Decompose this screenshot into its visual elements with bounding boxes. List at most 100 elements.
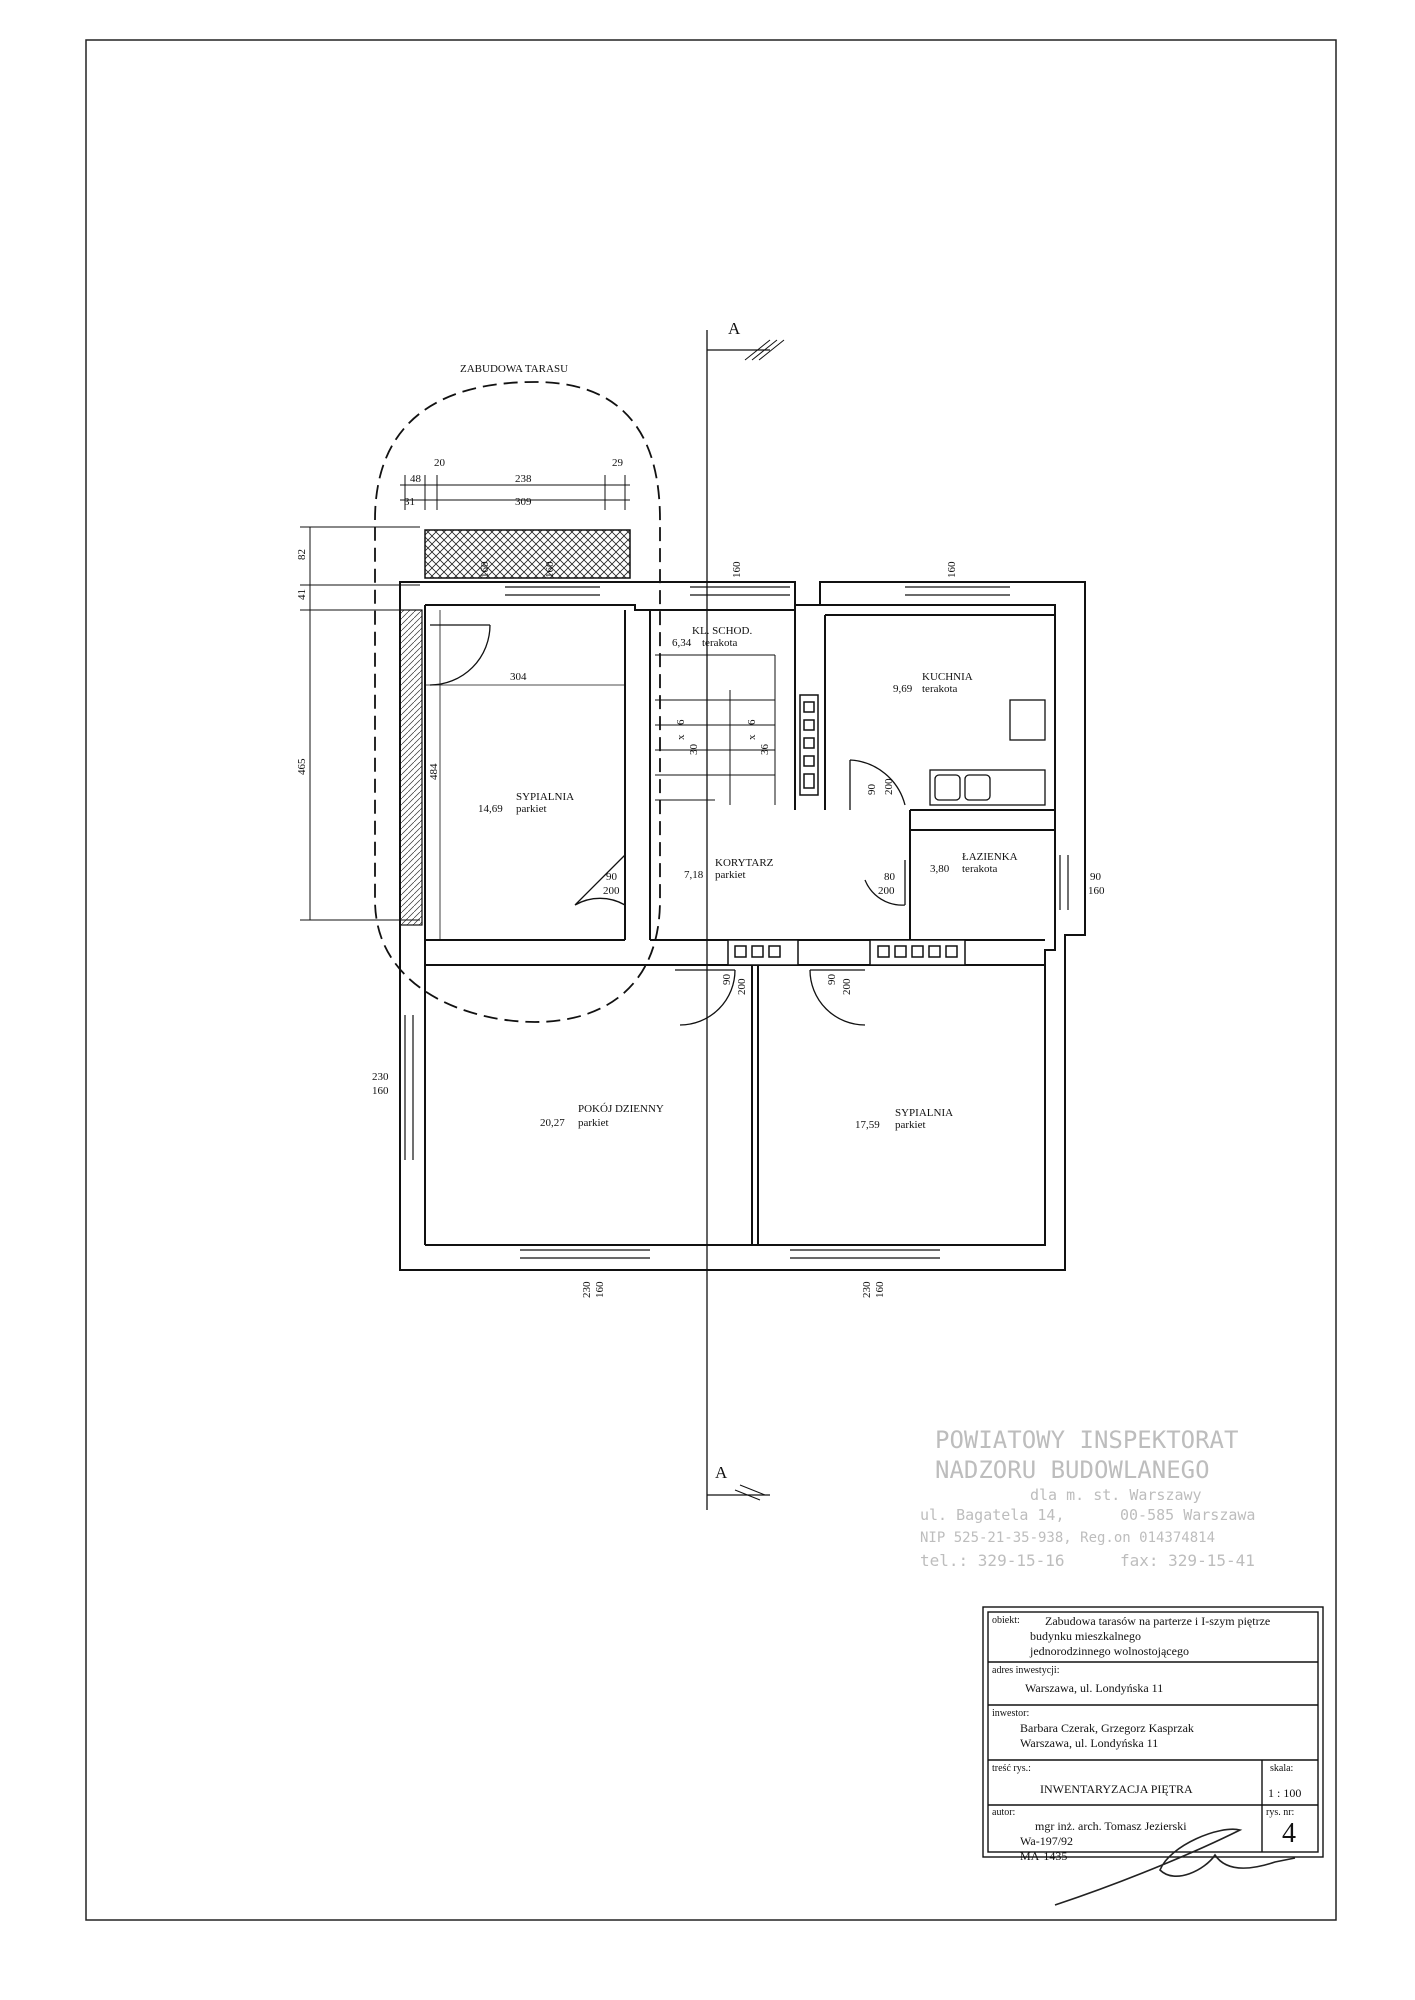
win-230-br: 230 [861, 1281, 873, 1298]
win-230-bl: 230 [581, 1281, 593, 1298]
room-floor: terakota [922, 683, 958, 695]
tb-autor-2: Wa-197/92 [1020, 1834, 1073, 1848]
stamp-line-6a: tel.: 329-15-16 [920, 1551, 1065, 1570]
room-floor: parkiet [895, 1119, 926, 1131]
room-area: 3,80 [930, 863, 950, 875]
dim-465: 465 [296, 758, 308, 775]
door-90-c: 90 [721, 974, 733, 986]
stamp-line-5: NIP 525-21-35-938, Reg.on 014374814 [920, 1530, 1215, 1546]
tb-obiekt-1: Zabudowa tarasów na parterze i I-szym pi… [1045, 1614, 1270, 1628]
tb-skala-label: skala: [1270, 1763, 1293, 1774]
dim-31: 31 [404, 496, 415, 508]
room-sypialnia-2: SYPIALNIA 17,59 parkiet [855, 1107, 953, 1131]
dim-82: 82 [296, 549, 308, 560]
tb-obiekt-3: jednorodzinnego wolnostojącego [1029, 1644, 1189, 1658]
section-mark-bottom: A [715, 1463, 728, 1482]
room-area: 14,69 [478, 803, 503, 815]
room-klatka: KL. SCHOD. 6,34 terakota [672, 625, 752, 649]
win-160-d: 160 [946, 561, 958, 578]
room-lazienka: ŁAZIENKA 3,80 terakota [930, 851, 1018, 875]
win-160-left: 160 [372, 1085, 389, 1097]
tb-obiekt-2: budynku mieszkalnego [1030, 1629, 1141, 1643]
room-sypialnia-1: SYPIALNIA 14,69 parkiet [478, 791, 574, 815]
terrace-outline [374, 381, 661, 1023]
room-floor: parkiet [516, 803, 547, 815]
win-160-c: 160 [731, 561, 743, 578]
win-160-right: 160 [1088, 885, 1105, 897]
kitchen-fixtures [929, 699, 1046, 806]
stamp-line-4a: ul. Bagatela 14, [920, 1506, 1065, 1524]
room-pokoj-dzienny: POKÓJ DZIENNY 20,27 parkiet [540, 1103, 664, 1129]
door-200-a: 200 [603, 885, 620, 897]
win-230-left: 230 [372, 1071, 389, 1083]
win-160-a: 160 [479, 561, 491, 578]
win-160-b: 160 [544, 561, 556, 578]
win-160-bl: 160 [594, 1281, 606, 1298]
stamp-line-1: POWIATOWY INSPEKTORAT [935, 1426, 1238, 1454]
dim-48: 48 [410, 473, 422, 485]
tb-rys-nr: 4 [1282, 1818, 1296, 1849]
windows [404, 586, 1069, 1259]
dim-20: 20 [434, 457, 446, 469]
stamp-line-2: NADZORU BUDOWLANEGO [935, 1456, 1210, 1484]
tb-autor-1: mgr inż. arch. Tomasz Jezierski [1035, 1819, 1187, 1833]
stair-6-a: 6 [675, 719, 687, 725]
title-block [982, 1606, 1324, 1858]
room-name: ŁAZIENKA [962, 851, 1018, 863]
dim-304: 304 [510, 671, 527, 683]
tb-inwestor-2: Warszawa, ul. Londyńska 11 [1020, 1736, 1158, 1750]
staircase [655, 654, 776, 805]
terrace-label: ZABUDOWA TARASU [460, 363, 568, 375]
room-floor: terakota [962, 863, 998, 875]
tb-autor-3: MA-1435 [1020, 1849, 1067, 1863]
win-90-right: 90 [1090, 871, 1102, 883]
dim-41: 41 [296, 589, 308, 600]
win-160-br: 160 [874, 1281, 886, 1298]
sheet-frame [85, 39, 1337, 1921]
room-name: KUCHNIA [922, 671, 973, 683]
section-line [706, 330, 785, 1510]
room-area: 6,34 [672, 637, 692, 649]
tb-tresc: INWENTARYZACJA PIĘTRA [1040, 1782, 1193, 1796]
tb-inwestor-label: inwestor: [992, 1708, 1029, 1719]
dim-238: 238 [515, 473, 532, 485]
stair-x-a: x [675, 734, 687, 740]
tb-adres-label: adres inwestycji: [992, 1665, 1059, 1676]
room-area: 17,59 [855, 1119, 880, 1131]
dim-309: 309 [515, 496, 532, 508]
vent-blocks [727, 694, 966, 966]
door-200-d: 200 [736, 978, 748, 995]
room-area: 7,18 [684, 869, 704, 881]
stair-30: 30 [688, 744, 700, 756]
tb-inwestor-1: Barbara Czerak, Grzegorz Kasprzak [1020, 1721, 1194, 1735]
dim-29: 29 [612, 457, 624, 469]
door-90-d: 90 [826, 974, 838, 986]
stamp-line-6b: fax: 329-15-41 [1120, 1551, 1255, 1570]
door-90-b: 90 [866, 784, 878, 796]
stair-6-b: 6 [746, 719, 758, 725]
tb-obiekt-label: obiekt: [992, 1615, 1020, 1626]
stair-36: 36 [759, 744, 771, 756]
tb-tresc-label: treść rys.: [992, 1763, 1031, 1774]
tb-rys-label: rys. nr: [1266, 1807, 1294, 1818]
door-200-c: 200 [883, 778, 895, 795]
inspectorate-stamp: POWIATOWY INSPEKTORAT NADZORU BUDOWLANEG… [920, 1426, 1255, 1570]
signature [1054, 1828, 1296, 1906]
stair-x-b: x [746, 734, 758, 740]
terrace-left-wall [399, 609, 423, 926]
room-kuchnia: KUCHNIA 9,69 terakota [893, 671, 973, 695]
door-80: 80 [884, 871, 896, 883]
door-200-e: 200 [841, 978, 853, 995]
tb-autor-label: autor: [992, 1807, 1015, 1818]
room-name: SYPIALNIA [895, 1107, 953, 1119]
room-floor: parkiet [715, 869, 746, 881]
room-floor: terakota [702, 637, 738, 649]
dim-484: 484 [428, 763, 440, 780]
room-name: KL. SCHOD. [692, 625, 752, 637]
room-name: KORYTARZ [715, 857, 774, 869]
terrace-parapet [424, 529, 631, 579]
tb-skala: 1 : 100 [1268, 1786, 1301, 1800]
room-area: 20,27 [540, 1117, 565, 1129]
stamp-line-3: dla m. st. Warszawy [1030, 1486, 1202, 1504]
